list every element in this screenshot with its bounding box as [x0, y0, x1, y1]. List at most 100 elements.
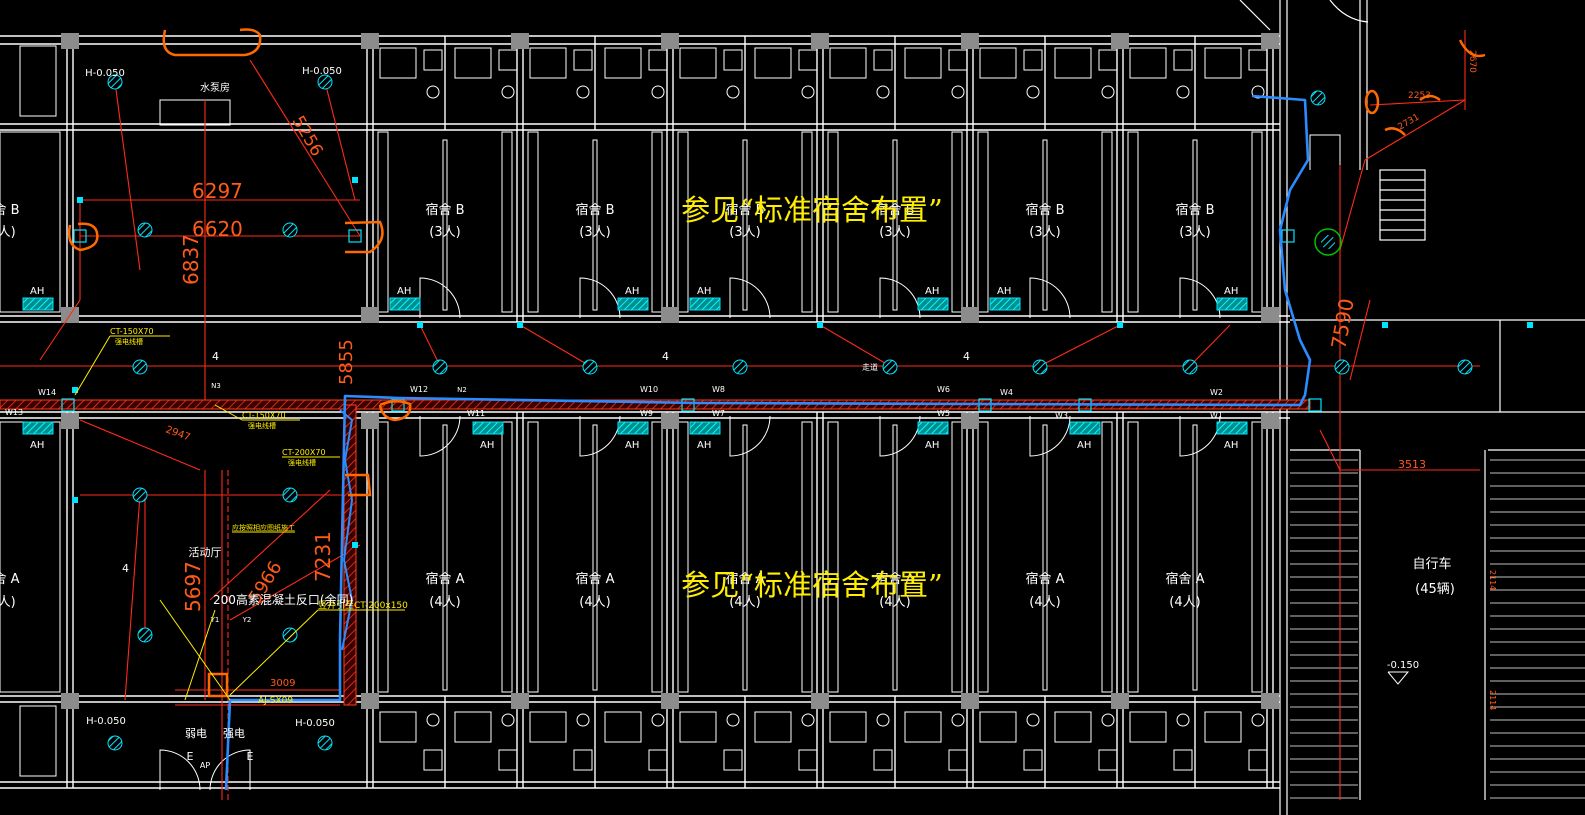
hatched-circle-icon	[137, 222, 153, 238]
markups	[67, 28, 1486, 698]
column-icon	[961, 693, 979, 709]
room-a-label: 宿舍 A	[575, 571, 614, 587]
switch-icon	[817, 322, 823, 328]
toilet-icon	[1173, 49, 1193, 71]
column-icon	[961, 307, 979, 323]
aj-label: AJ-SX09	[258, 696, 293, 706]
dim-2114a: 2114	[1488, 570, 1497, 590]
switch-icon	[77, 197, 83, 203]
dim-7231: 7231	[311, 531, 335, 582]
room-a-count: (4人)	[1029, 595, 1060, 610]
y1-label: Y1	[210, 616, 220, 624]
junction-box-icon	[681, 398, 695, 412]
shower	[829, 711, 867, 743]
circuit-label: W7	[712, 409, 725, 418]
sink	[1026, 713, 1040, 727]
circuit-label: W11	[467, 409, 485, 418]
sink	[651, 85, 665, 99]
dim-2731: 2731	[1397, 112, 1422, 132]
sink	[1251, 713, 1265, 727]
shower	[1129, 711, 1167, 743]
dim-5855: 5855	[336, 339, 357, 385]
hatched-circle-icon	[882, 359, 898, 375]
hatched-circle-icon	[317, 735, 333, 751]
door-swing-icon	[579, 277, 621, 319]
column-icon	[1111, 693, 1129, 709]
ah-label: AH	[397, 286, 411, 297]
room-b-label: 宿舍 B	[1175, 202, 1214, 218]
shower	[529, 711, 567, 743]
columns	[61, 33, 1279, 709]
bed	[501, 421, 513, 693]
room-a-count: (4人)	[429, 595, 460, 610]
junction-box-icon	[73, 229, 87, 243]
n2-label: N2	[457, 386, 467, 394]
hatched-rectangle-icon	[472, 421, 504, 435]
room-a-label: 宿舍 A	[1025, 571, 1064, 587]
door-swing-icon	[579, 415, 621, 457]
tray-note-b: 强电线槽	[248, 421, 276, 430]
switch-icon	[1527, 322, 1533, 328]
column-icon	[61, 33, 79, 49]
shower	[379, 711, 417, 743]
dim-3513: 3513	[1398, 458, 1426, 471]
switch-icon	[352, 177, 358, 183]
tray-vertical: 竖井引至CT-200x150	[318, 599, 408, 611]
shower	[604, 47, 642, 79]
door-swing-icon	[1179, 415, 1221, 457]
bed	[1127, 131, 1139, 313]
ah-label: AH	[625, 286, 639, 297]
circuit-label: W5	[937, 409, 950, 418]
sink	[1176, 85, 1190, 99]
hatched-circle-icon	[732, 359, 748, 375]
shower	[979, 711, 1017, 743]
hatched-circle-icon	[282, 222, 298, 238]
column-icon	[661, 693, 679, 709]
bed	[0, 421, 61, 693]
weak-elec-label: 弱电	[185, 727, 207, 740]
dim-7590: 7590	[1326, 297, 1358, 351]
e-right-label: E	[247, 750, 254, 763]
hatched-circle-icon	[582, 359, 598, 375]
bed	[527, 421, 539, 693]
switch-icon	[72, 497, 78, 503]
toilet-icon	[648, 749, 668, 771]
circuit-label: W4	[1000, 388, 1013, 397]
corridor-label: 走道	[862, 362, 878, 372]
circuit-label: W6	[937, 385, 950, 394]
bed	[951, 131, 963, 313]
strong-elec-label: 强电	[223, 727, 245, 740]
standard-note-bottom: 参见“标准宿舍布置”	[681, 568, 943, 602]
bike-room-label: 自行车	[1412, 556, 1451, 572]
dim-5256: 5256	[288, 113, 327, 160]
room-b-count: (3人)	[879, 225, 910, 240]
toilet-icon	[798, 749, 818, 771]
shower	[1054, 711, 1092, 743]
door-swing-icon	[1029, 277, 1071, 319]
bed	[377, 421, 389, 693]
dim-3009: 3009	[270, 678, 295, 689]
circuit-number: 4	[122, 562, 129, 575]
switch-icon	[517, 322, 523, 328]
toilet-icon	[948, 749, 968, 771]
sink	[726, 713, 740, 727]
toilet-icon	[723, 749, 743, 771]
hatched-rectangle-icon	[917, 297, 949, 311]
bed	[977, 421, 989, 693]
toilet-icon	[498, 49, 518, 71]
partition-walls	[66, 36, 1274, 788]
dim-6620: 6620	[192, 217, 243, 241]
hatched-rectangle-icon	[989, 297, 1021, 311]
elev-right-bottom: H-0.050	[295, 718, 335, 729]
hatched-rectangle-icon	[689, 297, 721, 311]
circuit-label: W10	[640, 385, 658, 394]
divider	[1192, 424, 1198, 691]
dim-5697: 5697	[181, 561, 205, 612]
toilet-icon	[798, 49, 818, 71]
ah-label: AH	[997, 286, 1011, 297]
hatched-rectangle-icon	[1216, 421, 1248, 435]
column-icon	[1111, 33, 1129, 49]
hatched-circle-icon	[1334, 359, 1350, 375]
bed	[651, 421, 663, 693]
room-b-label: 宿舍 B	[425, 202, 464, 218]
